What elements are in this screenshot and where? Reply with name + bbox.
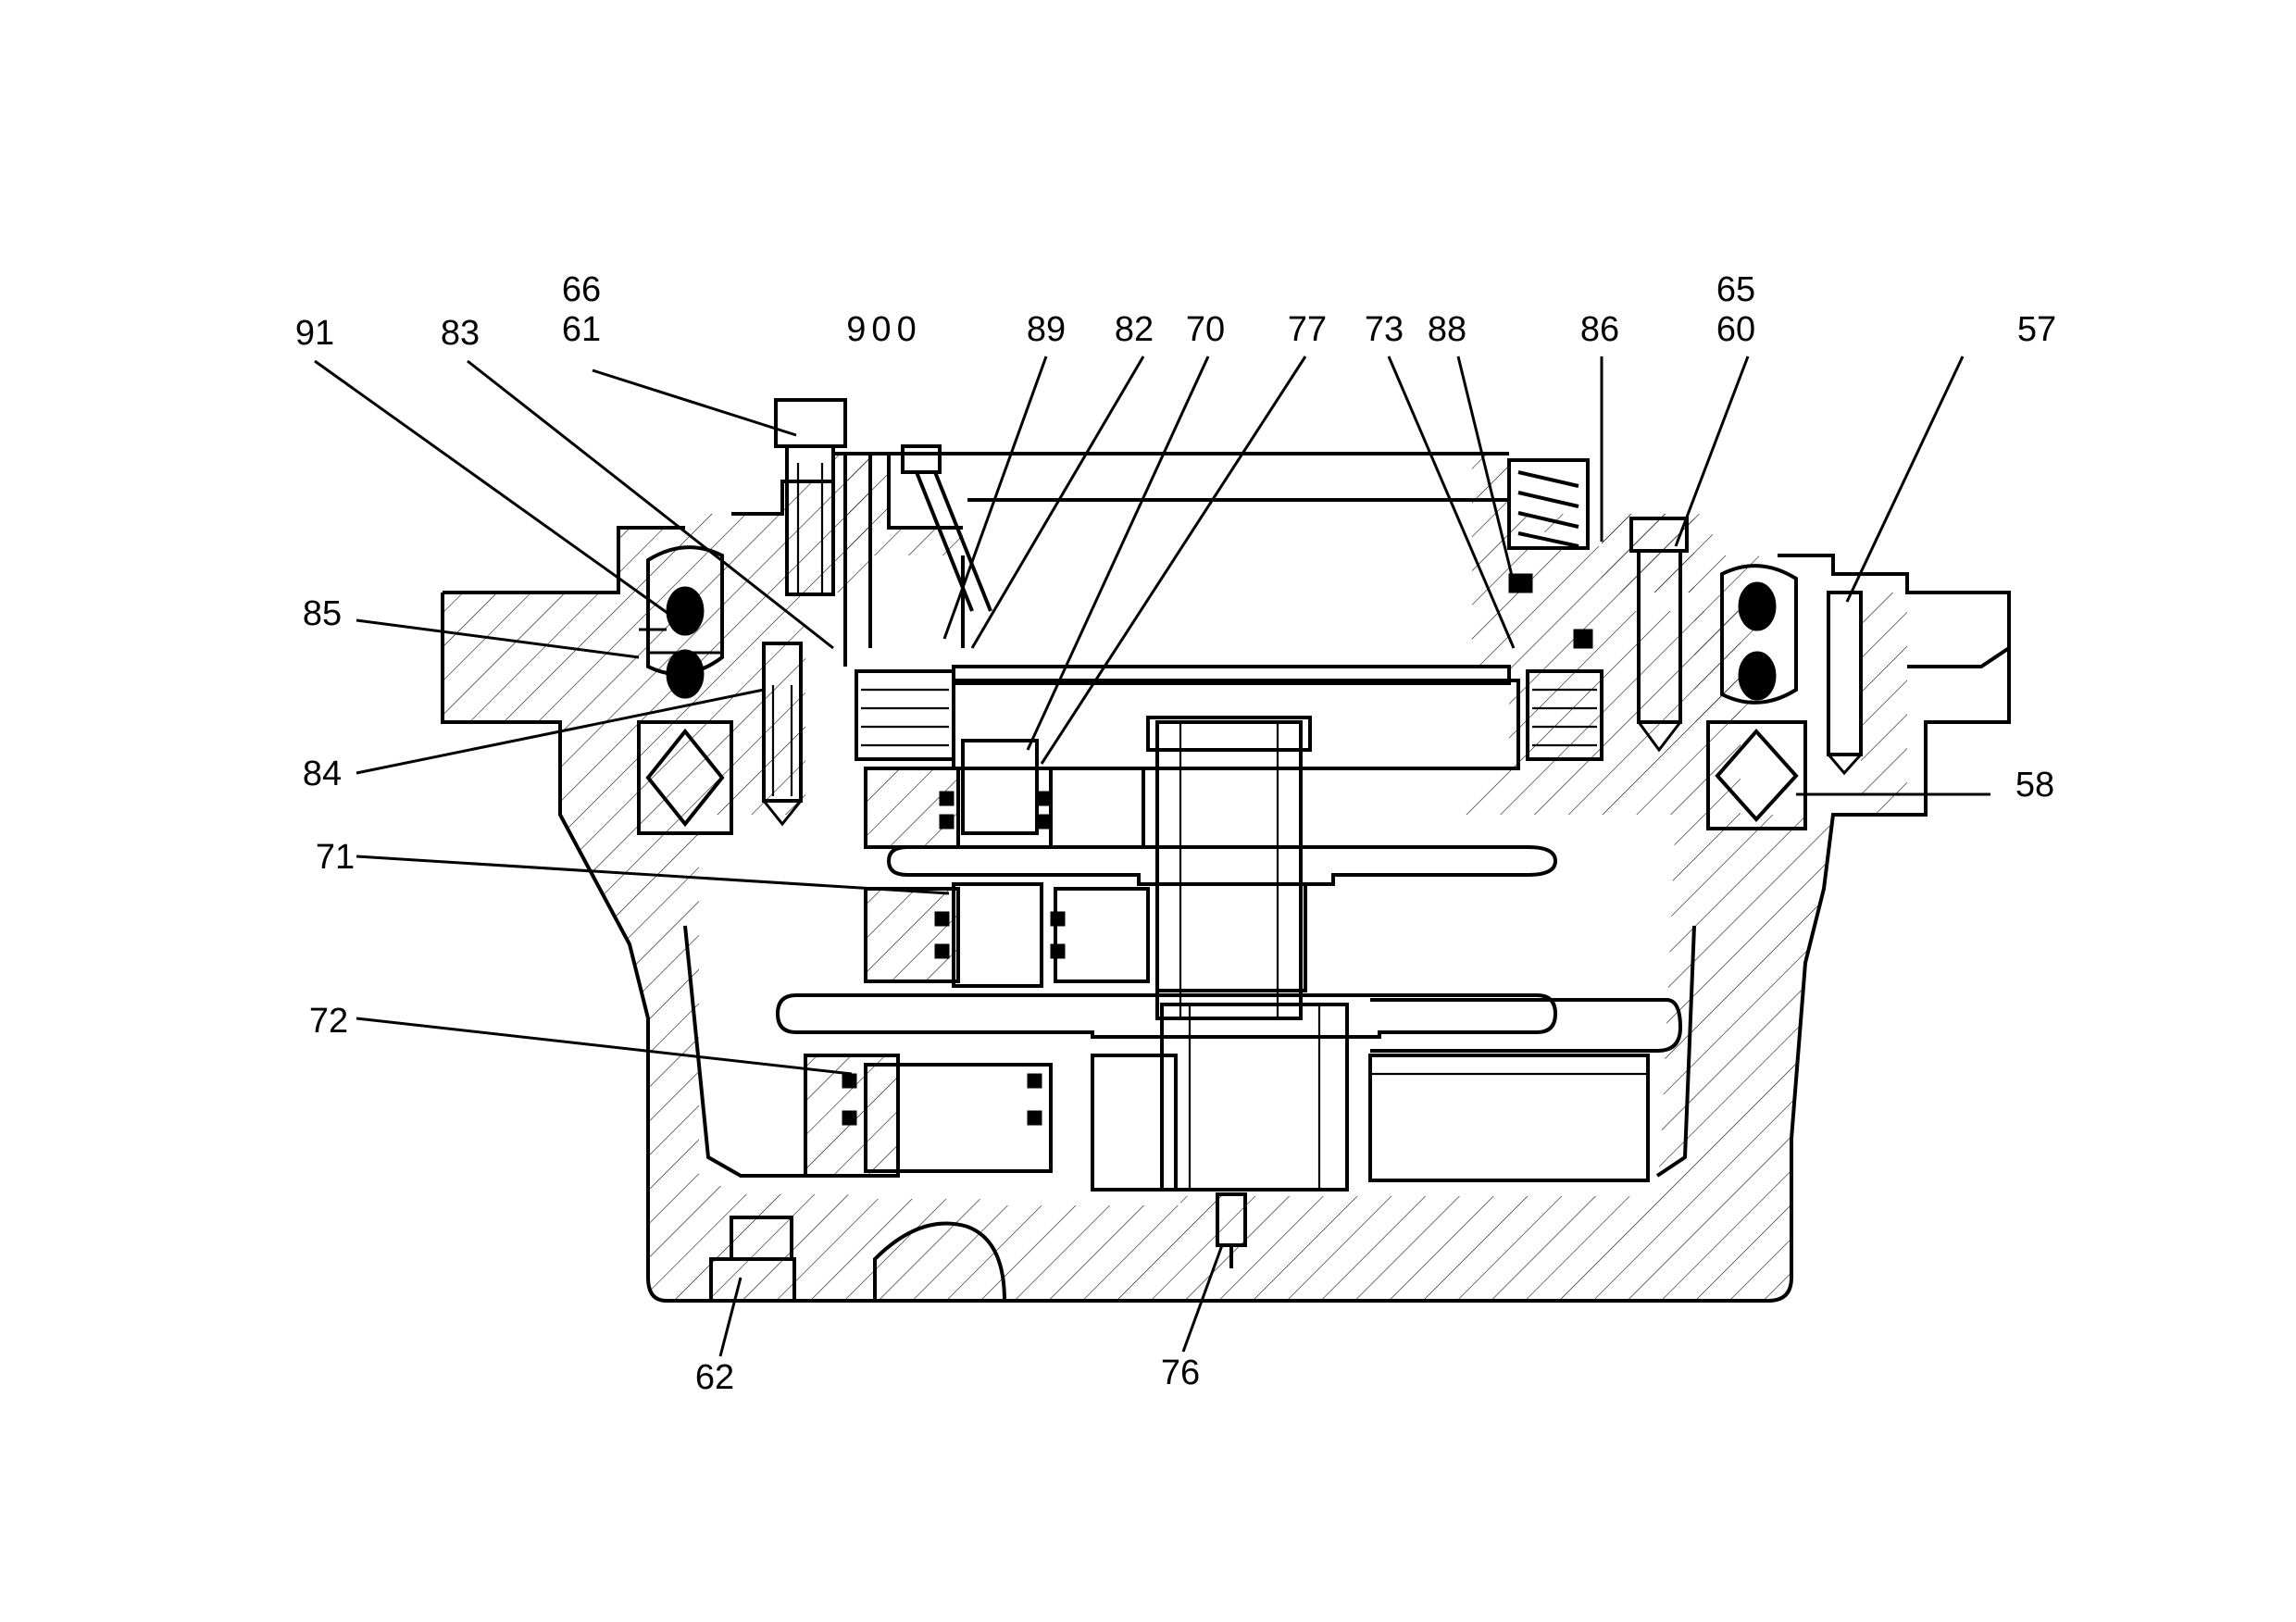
planet-pin-70 bbox=[961, 739, 1039, 835]
spring-86 bbox=[1507, 458, 1590, 550]
screw-57 bbox=[1827, 591, 1863, 756]
carrier-plate-2 bbox=[775, 993, 1558, 1039]
callout-86: 86 bbox=[1580, 310, 1619, 349]
callout-73: 73 bbox=[1365, 310, 1404, 349]
callout-84: 84 bbox=[303, 755, 342, 793]
housing-outer-body bbox=[443, 514, 1833, 1301]
cross-roller-bearing-right bbox=[1706, 720, 1807, 830]
planet-pin-71 bbox=[952, 882, 1043, 988]
planet-pin-72 bbox=[864, 1063, 1053, 1173]
callout-82: 82 bbox=[1115, 310, 1154, 349]
callout-65: 65 bbox=[1716, 270, 1755, 309]
callout-83: 83 bbox=[441, 314, 480, 353]
callout-60: 60 bbox=[1716, 310, 1755, 349]
callout-91: 91 bbox=[295, 314, 334, 353]
brake-disc-stack-right bbox=[1526, 669, 1603, 761]
callout-89: 89 bbox=[1027, 310, 1066, 349]
callout-57: 57 bbox=[2017, 310, 2056, 349]
callout-62: 62 bbox=[695, 1358, 734, 1397]
callout-72: 72 bbox=[309, 1002, 348, 1041]
bolt-84 bbox=[762, 642, 803, 803]
callout-71: 71 bbox=[316, 838, 355, 877]
seal-91 bbox=[646, 545, 724, 676]
output-shaft bbox=[1160, 1003, 1349, 1192]
callout-77: 77 bbox=[1288, 310, 1327, 349]
cross-roller-bearing-left bbox=[637, 720, 733, 835]
housing-outline bbox=[441, 526, 2011, 1303]
callout-58: 58 bbox=[2015, 766, 2054, 805]
seal-right bbox=[1720, 564, 1798, 705]
callout-70: 70 bbox=[1186, 310, 1225, 349]
bolt-head-61 bbox=[774, 398, 847, 448]
leader-lines bbox=[314, 356, 1990, 1357]
callout-76: 76 bbox=[1161, 1354, 1200, 1392]
callout-88: 88 bbox=[1428, 310, 1466, 349]
central-shaft bbox=[1155, 720, 1303, 1020]
gear-train bbox=[775, 665, 1683, 1268]
callout-85: 85 bbox=[303, 594, 342, 633]
callout-900: 900 bbox=[846, 310, 921, 349]
carrier-plate-1 bbox=[886, 845, 1558, 886]
callout-labels: 66 61 91 83 900 89 82 70 77 73 88 86 65 … bbox=[295, 270, 2056, 1397]
center-arch bbox=[873, 1221, 1006, 1302]
callout-61: 61 bbox=[562, 310, 601, 349]
callout-66: 66 bbox=[562, 270, 601, 309]
